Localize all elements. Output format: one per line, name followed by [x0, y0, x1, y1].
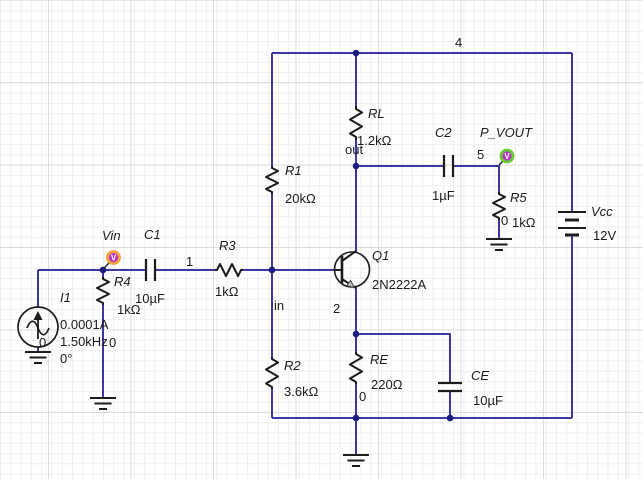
probe-vin[interactable]: V [103, 250, 121, 269]
net-label-out: out [345, 142, 364, 157]
voltage-probe-icon[interactable] [106, 250, 121, 265]
junction-dot [352, 414, 360, 422]
net-label-0-i1: 0 [39, 335, 47, 350]
wires[interactable] [37, 52, 573, 455]
junction-dot [268, 266, 276, 274]
component-value-i1-phase: 0° [60, 351, 73, 366]
component-value-ce: 10µF [473, 393, 503, 408]
component-value-r1: 20kΩ [285, 191, 316, 206]
component-value-c2: 1µF [432, 188, 455, 203]
net-label-0-re: 0 [359, 389, 367, 404]
capacitor-c2[interactable] [442, 155, 455, 177]
component-value-r5: 1kΩ [512, 215, 536, 230]
net-label-0-r5: 0 [501, 213, 509, 228]
transistor-q1[interactable] [333, 250, 371, 289]
resistor-re[interactable] [349, 352, 363, 384]
component-ref-re: RE [370, 352, 389, 367]
component-value-rl: 1.2kΩ [357, 133, 392, 148]
ground-r5[interactable] [486, 238, 512, 251]
probe-vin-label: Vin [102, 228, 121, 243]
junction-dot [352, 162, 360, 170]
net-label-2: 2 [333, 301, 341, 316]
junction-dot [352, 49, 360, 57]
component-ref-c1: C1 [144, 227, 161, 242]
resistor-r5[interactable] [492, 192, 506, 220]
component-value-vcc: 12V [593, 228, 617, 243]
capacitor-c1[interactable] [144, 259, 157, 281]
component-value-re: 220Ω [371, 377, 403, 392]
voltage-probe-icon[interactable] [499, 148, 515, 164]
component-ref-r5: R5 [510, 190, 527, 205]
resistor-r4[interactable] [96, 277, 110, 305]
junctions [99, 49, 454, 422]
capacitors [144, 155, 462, 393]
battery-vcc[interactable] [558, 211, 586, 237]
component-value-c1: 10µF [135, 291, 165, 306]
resistor-r3[interactable] [215, 263, 243, 277]
capacitor-ce[interactable] [438, 381, 462, 393]
component-value-i1-amplitude: 0.0001A [60, 317, 109, 332]
net-label-1: 1 [186, 254, 194, 269]
wire-ce-top[interactable] [356, 333, 451, 383]
component-value-q1: 2N2222A [372, 277, 427, 292]
net-label-in: in [274, 298, 285, 313]
component-value-i1-frequency: 1.50kHz [60, 334, 108, 349]
net-label-5: 5 [477, 147, 485, 162]
component-ref-i1: I1 [60, 290, 71, 305]
resistor-r2[interactable] [265, 357, 279, 389]
resistor-rl[interactable] [349, 106, 363, 140]
ground-r4[interactable] [90, 397, 116, 410]
component-value-r4: 1kΩ [117, 302, 141, 317]
probe-vout[interactable]: V [498, 148, 515, 166]
ground-i1[interactable] [25, 351, 51, 364]
wire-net5[interactable] [453, 165, 500, 192]
component-value-r2: 3.6kΩ [284, 384, 319, 399]
grounds [25, 238, 512, 467]
resistors [96, 106, 506, 389]
arrow-up-icon [33, 311, 43, 320]
component-ref-rl: RL [368, 106, 385, 121]
junction-dot [99, 266, 107, 274]
ground-emitter[interactable] [343, 454, 369, 467]
probe-vin-letter: V [111, 254, 117, 263]
sine-icon [26, 320, 50, 336]
component-ref-r3: R3 [219, 238, 236, 253]
resistor-r1[interactable] [265, 166, 279, 194]
net-label-0-r4: 0 [109, 335, 117, 350]
probe-vout-letter: V [504, 152, 510, 161]
component-value-r3: 1kΩ [215, 284, 239, 299]
component-ref-r4: R4 [114, 274, 131, 289]
junction-dot [352, 330, 360, 338]
component-ref-vcc: Vcc [591, 204, 613, 219]
component-ref-c2: C2 [435, 125, 452, 140]
component-ref-ce: CE [471, 368, 490, 383]
emitter-arrow-icon [345, 279, 356, 289]
component-ref-r1: R1 [285, 163, 302, 178]
component-ref-q1: Q1 [372, 248, 390, 263]
net-label-4: 4 [455, 35, 463, 50]
junction-dot [446, 414, 454, 422]
current-source-i1[interactable] [17, 306, 59, 348]
probe-vout-label: P_VOUT [480, 125, 533, 140]
component-ref-r2: R2 [284, 358, 301, 373]
